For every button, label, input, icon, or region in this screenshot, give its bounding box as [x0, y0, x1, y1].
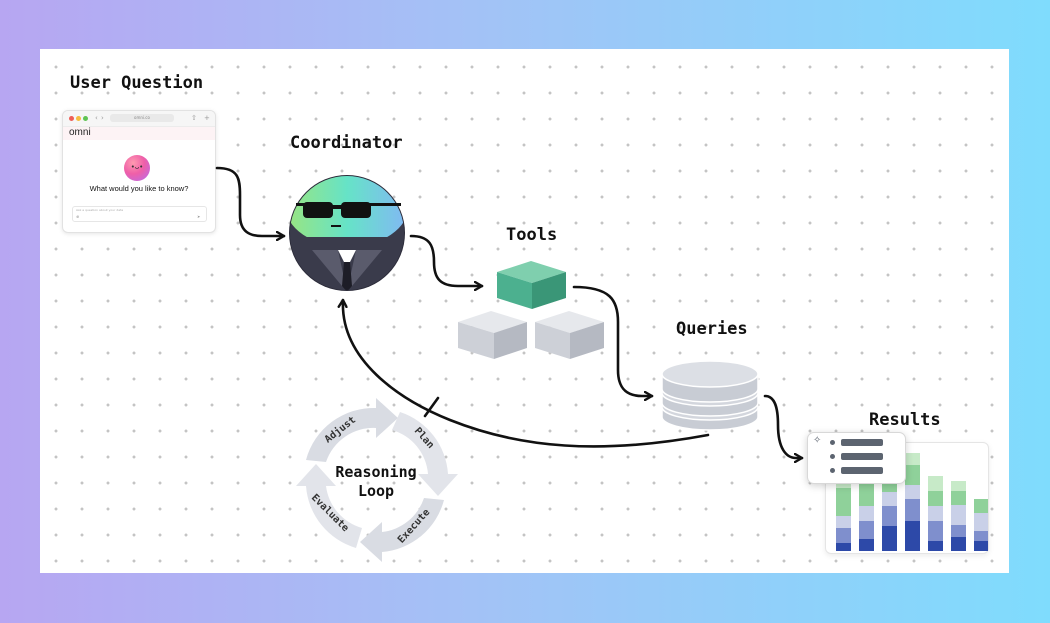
results-bar-segment: [928, 491, 943, 506]
results-bar-segment: [928, 506, 943, 521]
results-bar-segment: [905, 499, 920, 521]
queries-label: Queries: [676, 319, 748, 339]
question-to-coordinator-arrow: [215, 166, 286, 236]
results-summary-popup: ✧: [807, 432, 906, 484]
coordinator-to-tools-arrow: [409, 234, 484, 286]
results-bar-segment: [859, 506, 874, 521]
results-bar-segment: [905, 521, 920, 551]
results-bar-segment: [882, 506, 897, 526]
results-bar-segment: [882, 492, 897, 506]
reasoning-loop-title-line1: Reasoning: [335, 463, 416, 481]
brand-logo: omni: [69, 127, 91, 138]
results-bar-segment: [882, 526, 897, 551]
close-dot-icon: [69, 116, 74, 121]
chat-input-placeholder: Ask a question about your data: [76, 208, 124, 212]
results-bar-segment: [928, 541, 943, 551]
results-bar-segment: [974, 541, 989, 551]
results-bar-segment: [951, 481, 966, 491]
results-chart-card: [825, 442, 989, 554]
results-bar-segment: [951, 491, 966, 505]
results-bar-segment: [928, 476, 943, 491]
url-bar: omni.co: [110, 114, 174, 122]
results-bar-segment: [928, 521, 943, 541]
app-header: omni: [63, 127, 215, 140]
maximize-dot-icon: [83, 116, 88, 121]
results-bar-segment: [951, 537, 966, 551]
queries-to-coordinator-feedback-arrow: [343, 298, 710, 448]
results-bar-segment: [836, 543, 851, 551]
results-label: Results: [869, 410, 941, 430]
forward-icon: ›: [101, 114, 104, 122]
reasoning-loop-icon: [296, 398, 458, 562]
database-icon: [661, 360, 759, 431]
results-bar-segment: [859, 539, 874, 551]
assistant-avatar: •ᴗ•: [124, 155, 150, 181]
queries-to-results-arrow: [763, 394, 804, 458]
user-question-label: User Question: [70, 73, 204, 93]
coordinator-label: Coordinator: [290, 133, 403, 153]
results-bar-segment: [836, 528, 851, 543]
attach-icon: ⊕: [76, 214, 80, 219]
tools-to-queries-arrow: [572, 285, 654, 396]
browser-window: ‹ › omni.co ⇧ + omni •ᴗ• What would you …: [62, 110, 216, 233]
results-bar-segment: [836, 516, 851, 528]
coordinator-avatar-icon: [289, 175, 405, 291]
chat-input: Ask a question about your data ⊕ ➤: [72, 206, 207, 222]
results-bar-segment: [974, 499, 989, 513]
minimize-dot-icon: [76, 116, 81, 121]
tools-label: Tools: [506, 225, 558, 245]
results-bar-segment: [836, 488, 851, 516]
face-icon: •ᴗ•: [130, 163, 144, 171]
results-bar-segment: [974, 513, 989, 531]
prompt-question: What would you like to know?: [89, 184, 189, 193]
send-icon: ➤: [197, 214, 201, 219]
tools-cubes-icon: [458, 261, 604, 359]
reasoning-loop-title-line2: Loop: [358, 482, 394, 500]
new-tab-icon: +: [204, 114, 210, 122]
results-bar-segment: [905, 485, 920, 499]
results-bar-segment: [974, 531, 989, 541]
results-bar-segment: [951, 505, 966, 525]
results-bar-segment: [905, 453, 920, 465]
share-icon: ⇧: [191, 114, 197, 122]
results-bar-segment: [951, 525, 966, 537]
results-bar-segment: [905, 465, 920, 485]
browser-titlebar: ‹ › omni.co ⇧ +: [63, 111, 215, 127]
sparkle-icon: ✧: [813, 435, 822, 446]
results-bar-segment: [859, 521, 874, 539]
back-icon: ‹: [95, 114, 98, 122]
reasoning-loop-connector: [423, 396, 440, 418]
results-bar-segment: [859, 481, 874, 506]
